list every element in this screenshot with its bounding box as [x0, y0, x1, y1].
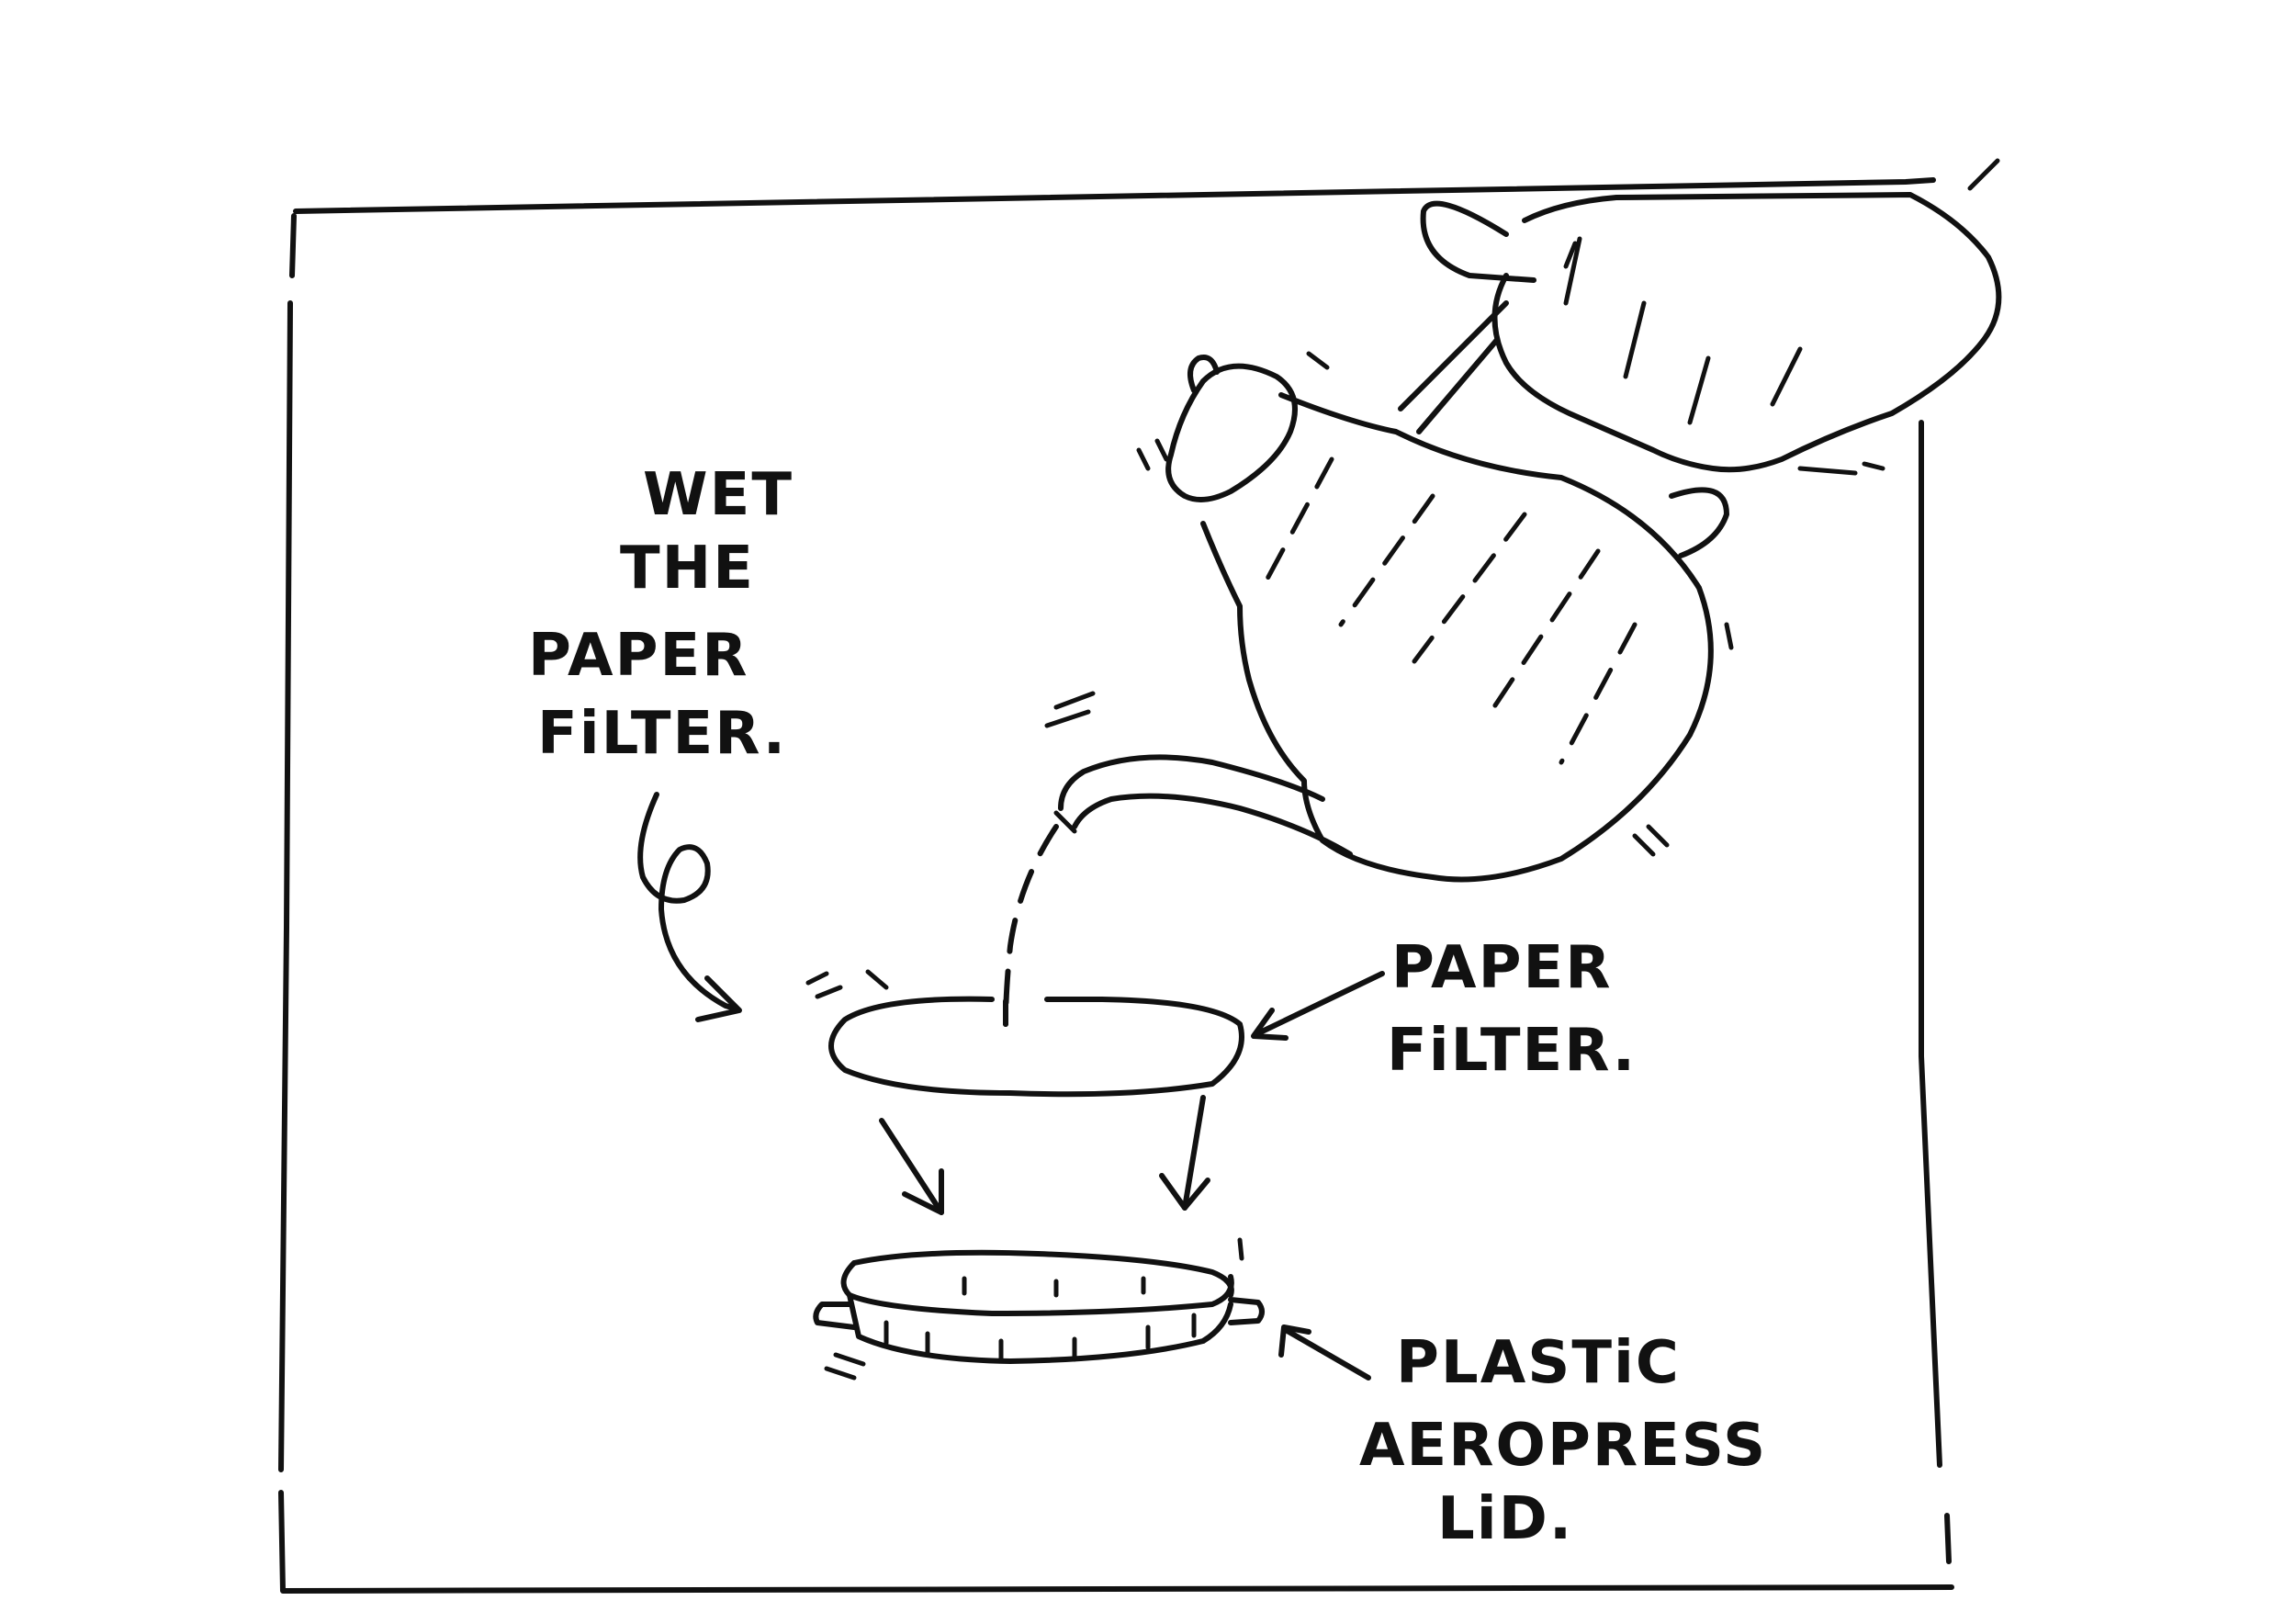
lid-label-line-2: AEROPRESS — [1359, 1412, 1767, 1480]
paper-filter-label: PAPER FiLTER. — [1387, 934, 1637, 1085]
instruction-line-2: THE — [620, 535, 755, 603]
paper-filter-drawing — [805, 969, 1244, 1098]
kettle-drawing — [1044, 300, 1734, 883]
panel-frame — [278, 177, 1954, 1594]
paper-filter-label-line-2: FiLTER. — [1387, 1017, 1637, 1085]
drop-arrows — [879, 1095, 1210, 1215]
paper-filter-label-line-1: PAPER — [1391, 934, 1612, 1002]
lid-label-line-3: LiD. — [1437, 1485, 1573, 1553]
instruction-pointer-arrow — [637, 792, 742, 1022]
aeropress-lid-drawing — [813, 1237, 1265, 1381]
water-stream — [1003, 824, 1059, 1027]
lid-label-line-1: PLASTiC — [1396, 1329, 1681, 1397]
hand-drawing — [1420, 158, 2002, 476]
lid-label: PLASTiC AEROPRESS LiD. — [1359, 1329, 1767, 1553]
instruction-line-3: PAPER — [528, 622, 748, 690]
instruction-label: WET THE PAPER FiLTER. — [528, 461, 793, 768]
instruction-line-4: FiLTER. — [537, 700, 787, 768]
label-pointer-arrows — [1251, 971, 1385, 1381]
instruction-line-1: WET — [643, 461, 793, 529]
